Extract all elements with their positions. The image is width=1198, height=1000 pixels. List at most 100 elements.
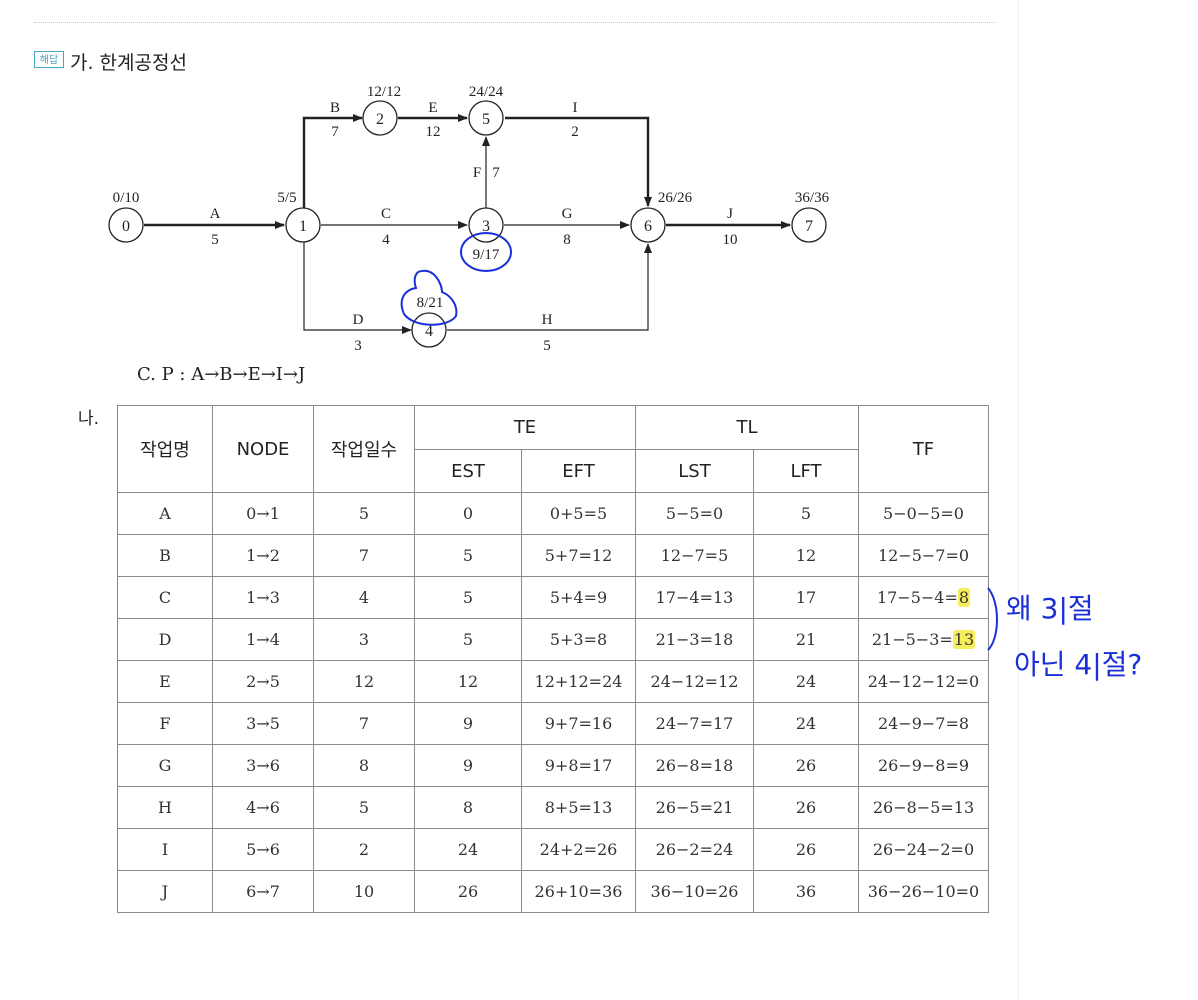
cell-lst-text: 26−2=24 — [655, 840, 734, 859]
cell-lst: 21−3=18 — [635, 618, 754, 661]
cell-eft: 0+5=5 — [521, 492, 636, 535]
node-4: 4 — [411, 312, 447, 348]
cell-task-text: E — [159, 672, 171, 691]
cell-node-text: 1→3 — [246, 588, 280, 607]
section-b-label: 나. — [78, 409, 100, 429]
cell-eft: 24+2=26 — [521, 828, 636, 871]
cell-lst-text: 24−12=12 — [650, 672, 739, 691]
cell-eft: 5+7=12 — [521, 534, 636, 577]
cell-tf-text: 21−5−3= — [871, 630, 953, 649]
cell-eft-text: 24+2=26 — [539, 840, 618, 859]
handwritten-note: 왜 3|절 아닌 4|절? — [984, 582, 1194, 697]
edge-I — [505, 116, 652, 207]
cell-tf-text: 26−9−8=9 — [877, 756, 970, 775]
node-3-times: 9/17 — [473, 247, 500, 263]
network-diagram: 0 1 2 3 4 5 6 7 0/10 5/5 12/12 9/17 8/21… — [108, 84, 830, 354]
node-5-times: 24/24 — [469, 84, 504, 100]
cell-tf: 24−12−12=0 — [858, 660, 989, 703]
cell-est: 8 — [414, 786, 522, 829]
cell-eft: 9+8=17 — [521, 744, 636, 787]
cell-task: H — [117, 786, 213, 829]
cell-days: 10 — [313, 870, 415, 913]
cell-tf-text: 26−24−2=0 — [872, 840, 975, 859]
cell-eft-text: 26+10=36 — [534, 882, 623, 901]
handwritten-line-2: 아닌 4|절? — [1014, 648, 1142, 681]
activity-F-duration: 7 — [492, 165, 500, 181]
cell-task: E — [117, 660, 213, 703]
cell-lft-text: 24 — [795, 672, 817, 691]
node-0-times: 0/10 — [113, 190, 140, 206]
svg-text:7: 7 — [805, 218, 813, 235]
cell-node: 5→6 — [212, 828, 314, 871]
cell-node: 1→4 — [212, 618, 314, 661]
cell-lst: 17−4=13 — [635, 576, 754, 619]
cell-lst: 24−12=12 — [635, 660, 754, 703]
cell-est: 5 — [414, 576, 522, 619]
cell-task: F — [117, 702, 213, 745]
cell-days-text: 3 — [358, 630, 370, 649]
cell-eft-text: 9+8=17 — [544, 756, 613, 775]
cell-days-text: 5 — [358, 798, 370, 817]
cell-est-text: 26 — [457, 882, 479, 901]
cell-lft-text: 26 — [795, 756, 817, 775]
node-2: 2 — [362, 100, 398, 136]
cell-tf: 21−5−3=13 — [858, 618, 989, 661]
cell-eft: 9+7=16 — [521, 702, 636, 745]
node-7-times: 36/36 — [795, 190, 830, 206]
cell-lft-text: 17 — [795, 588, 817, 607]
cell-tf-text: 24−12−12=0 — [867, 672, 980, 691]
cell-lft-text: 12 — [795, 546, 817, 565]
cell-est-text: 5 — [462, 630, 474, 649]
cell-tf: 12−5−7=0 — [858, 534, 989, 577]
cell-days-text: 7 — [358, 714, 370, 733]
cell-eft-text: 12+12=24 — [534, 672, 623, 691]
node-2-times: 12/12 — [367, 84, 401, 100]
svg-text:1: 1 — [299, 218, 307, 235]
cell-lft-text: 24 — [795, 714, 817, 733]
activity-H-name: H — [542, 312, 553, 328]
cell-tf-text: 36−26−10=0 — [867, 882, 980, 901]
svg-text:0: 0 — [122, 218, 130, 235]
activity-B-name: B — [330, 100, 340, 116]
cell-task: G — [117, 744, 213, 787]
cell-est: 24 — [414, 828, 522, 871]
cell-lst: 26−8=18 — [635, 744, 754, 787]
cell-eft-text: 9+7=16 — [544, 714, 613, 733]
cell-days: 5 — [313, 492, 415, 535]
handwritten-bracket — [987, 587, 998, 651]
cell-lft: 24 — [753, 660, 859, 703]
activity-E-duration: 12 — [426, 124, 441, 140]
cell-days: 8 — [313, 744, 415, 787]
critical-path-text: C. P : A→B→E→I→J — [137, 364, 306, 385]
cell-node-text: 3→5 — [246, 714, 280, 733]
cell-tf: 26−9−8=9 — [858, 744, 989, 787]
cell-node: 4→6 — [212, 786, 314, 829]
cell-tf: 5−0−5=0 — [858, 492, 989, 535]
cell-tf: 36−26−10=0 — [858, 870, 989, 913]
cell-est: 0 — [414, 492, 522, 535]
activity-A-name: A — [210, 206, 221, 222]
node-6-times: 26/26 — [658, 190, 693, 206]
cell-lft: 26 — [753, 828, 859, 871]
cell-tf-text: 5−0−5=0 — [883, 504, 964, 523]
cell-task-text: D — [158, 630, 172, 649]
answer-badge: 해답 — [34, 51, 64, 68]
cell-lst: 24−7=17 — [635, 702, 754, 745]
cell-task-text: A — [159, 504, 171, 523]
header-est: EST — [414, 449, 522, 493]
cell-lft: 24 — [753, 702, 859, 745]
highlighted-float-value: 8 — [957, 588, 971, 607]
cell-tf-text: 12−5−7=0 — [877, 546, 970, 565]
cell-lst: 5−5=0 — [635, 492, 754, 535]
cell-node-text: 0→1 — [246, 504, 280, 523]
activity-D-name: D — [353, 312, 364, 328]
page-edge-divider — [1018, 0, 1019, 1000]
cell-est: 26 — [414, 870, 522, 913]
activity-H-duration: 5 — [543, 338, 551, 354]
header-days: 작업일수 — [313, 405, 415, 493]
cell-lft: 5 — [753, 492, 859, 535]
